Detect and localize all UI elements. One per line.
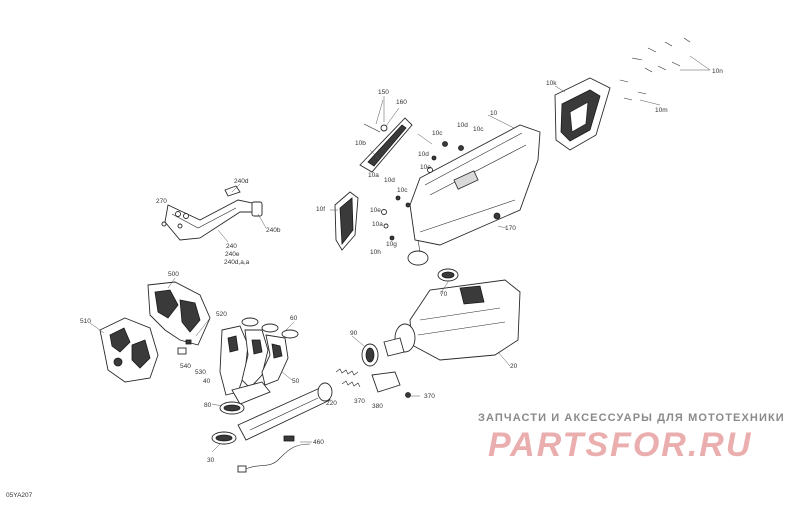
muffler-heat-shield [407, 124, 541, 266]
label-10n: 10n [712, 68, 723, 75]
sensor-cable-460 [237, 435, 311, 473]
link-pipe-220 [237, 382, 333, 441]
label-160: 160 [396, 99, 407, 106]
watermark-logo: PARTSFOR.RU [488, 426, 752, 464]
callout-labels: 150 160 10b 10c 10d 10c 10 10d 10e 10a 1… [80, 68, 723, 464]
heat-shield-500 [147, 281, 211, 346]
label-370: 370 [354, 398, 365, 405]
heat-shield-510 [99, 317, 159, 383]
label-520: 520 [216, 311, 227, 318]
label-10e: 10e [420, 164, 431, 171]
label-40: 40 [203, 378, 211, 385]
label-10c: 10c [473, 126, 484, 133]
bolts-150-160 [363, 99, 400, 133]
label-10m: 10m [655, 107, 668, 114]
clamp-380 [371, 371, 411, 398]
label-10b: 10b [355, 140, 366, 147]
watermark-tagline: ЗАПЧАСТИ И АКСЕССУАРЫ ДЛЯ МОТОТЕХНИКИ [478, 412, 785, 424]
figure-code: 05YA207 [6, 492, 33, 499]
part-10f-side-plate [334, 191, 359, 251]
fasteners-10n-10m [619, 37, 711, 106]
gaskets-60 [241, 317, 299, 339]
label-10c: 10c [397, 187, 408, 194]
bracket-240 [161, 183, 267, 243]
muffler-20 [383, 279, 521, 361]
label-70: 70 [440, 291, 448, 298]
label-80: 80 [204, 402, 212, 409]
label-510: 510 [80, 318, 91, 325]
label-10c: 10c [432, 130, 443, 137]
label-380: 380 [372, 403, 383, 410]
watermark-logo-text: PARTSFOR.RU [488, 426, 752, 464]
label-10d: 10d [418, 151, 429, 158]
clamp-80 [219, 401, 245, 415]
label-10f: 10f [316, 206, 325, 213]
label-540: 540 [180, 363, 191, 370]
label-460: 460 [313, 439, 324, 446]
label-10h: 10h [370, 249, 381, 256]
label-10d: 10d [384, 177, 395, 184]
leader-lines [89, 85, 566, 453]
label-10k: 10k [546, 80, 557, 87]
gasket-90 [361, 343, 379, 367]
label-10e: 10e [370, 207, 381, 214]
label-30: 30 [207, 457, 215, 464]
label-500: 500 [168, 271, 179, 278]
label-240b: 240b [266, 227, 281, 234]
label-240d-a-a: 240d,a,a [224, 259, 250, 266]
clamp-70 [437, 268, 459, 282]
label-240e: 240e [225, 251, 240, 258]
springs-370 [335, 368, 361, 388]
clamp-30 [211, 431, 237, 445]
label-240d: 240d [234, 178, 249, 185]
sensor-520-540-530 [177, 317, 211, 355]
label-90: 90 [350, 330, 358, 337]
label-10d: 10d [457, 122, 468, 129]
label-20: 20 [510, 363, 518, 370]
label-10: 10 [490, 110, 498, 117]
label-10g: 10g [386, 241, 397, 248]
label-10a: 10a [372, 221, 383, 228]
label-220: 220 [326, 400, 337, 407]
part-10b-top-cover [359, 117, 413, 173]
label-530: 530 [195, 369, 206, 376]
label-10a: 10a [368, 172, 379, 179]
label-170: 170 [505, 225, 516, 232]
label-240: 240 [226, 243, 237, 250]
label-270: 270 [156, 198, 167, 205]
label-150: 150 [378, 89, 389, 96]
header-pipes-40 [219, 325, 289, 405]
part-10k-end-cap [554, 77, 611, 151]
label-370: 370 [424, 393, 435, 400]
label-60: 60 [290, 315, 298, 322]
fastener-cluster [381, 141, 501, 241]
label-50: 50 [292, 378, 300, 385]
